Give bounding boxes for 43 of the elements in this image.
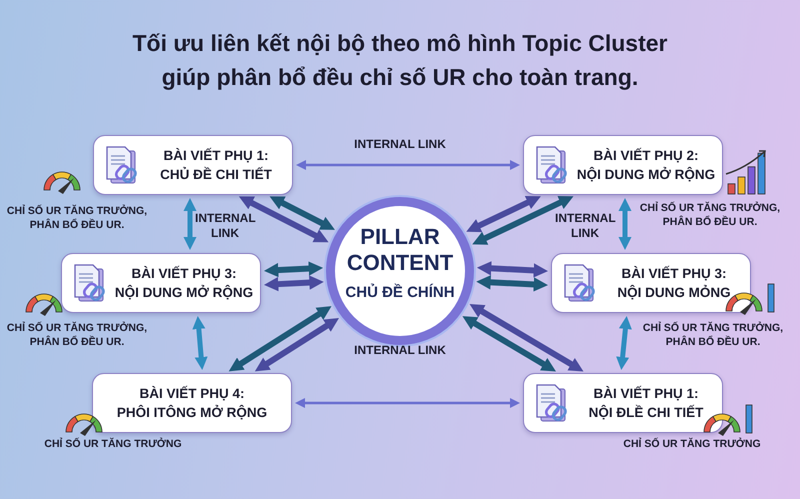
article-box bbox=[92, 373, 292, 433]
box-title: BÀI VIẾT PHỤ 3: NỘI DUNG MỞ RỘNG bbox=[114, 264, 254, 302]
double-arrow bbox=[270, 196, 335, 230]
caption-text: CHỈ SỐ UR TĂNG TRƯỞNG, PHÂN BỔ ĐỀU UR. bbox=[638, 201, 782, 229]
caption-text: CHỈ SỐ UR TĂNG TRƯỞNG bbox=[622, 437, 762, 451]
double-arrow bbox=[616, 316, 632, 370]
article-box bbox=[61, 253, 261, 313]
double-arrow bbox=[462, 316, 556, 372]
title: Tối ưu liên kết nội bộ theo mô hình Topic Cluster giúp phân bổ đều chỉ số UR cho toàn trang. bbox=[132, 29, 668, 92]
caption-text: CHỈ SỐ UR TĂNG TRƯỞNG, PHÂN BỔ ĐỀU UR. bbox=[6, 204, 148, 232]
double-arrow bbox=[184, 198, 196, 250]
double-arrow bbox=[254, 318, 340, 372]
double-arrow bbox=[466, 196, 541, 232]
double-arrow bbox=[264, 261, 324, 278]
double-arrow bbox=[618, 198, 632, 250]
double-arrow bbox=[296, 160, 520, 170]
box-title: BÀI VIẾT PHỤ 1: NỘI ĐLỀ CHI TIẾT bbox=[588, 384, 704, 422]
article-box bbox=[551, 253, 751, 313]
edge-label: INTERNAL LINK bbox=[195, 211, 255, 241]
article-box bbox=[523, 373, 723, 433]
double-arrow bbox=[264, 275, 324, 292]
double-arrow bbox=[470, 304, 584, 372]
double-arrow bbox=[476, 261, 548, 278]
article-box bbox=[523, 135, 723, 195]
caption-text: CHỈ SỐ UR TĂNG TRƯỞNG, PHÂN BỔ ĐỀU UR. bbox=[6, 321, 148, 349]
box-title: BÀI VIẾT PHỤ 3: NỘI DUNG MỎNG bbox=[616, 264, 732, 302]
double-arrow bbox=[238, 196, 329, 242]
edge-label: INTERNAL LINK bbox=[555, 211, 615, 241]
double-arrow bbox=[472, 196, 574, 245]
box-title: BÀI VIẾT PHỤ 1: CHỦ ĐỀ CHI TIẾT bbox=[159, 146, 273, 184]
double-arrow bbox=[192, 316, 208, 370]
double-arrow bbox=[476, 275, 548, 292]
box-title: BÀI VIẾT PHỤ 4: PHÔI ITÔNG MỞ RỘNG bbox=[116, 384, 268, 422]
edge-label: INTERNAL LINK bbox=[353, 342, 447, 358]
caption-text: CHỈ SỐ UR TĂNG TRƯỞNG bbox=[43, 437, 183, 451]
main-heading: PILLAR CONTENT bbox=[346, 224, 454, 276]
edge-label: INTERNAL LINK bbox=[353, 136, 447, 152]
double-arrow bbox=[295, 398, 520, 408]
subheading: CHỦ ĐỀ CHÍNH bbox=[344, 284, 456, 302]
article-box bbox=[93, 135, 293, 195]
box-title: BÀI VIẾT PHỤ 2: NỘI DUNG MỞ RỘNG bbox=[576, 146, 716, 184]
caption-text: CHỈ SỐ UR TĂNG TRƯỞNG, PHÂN BỔ ĐỀU UR. bbox=[642, 321, 784, 349]
double-arrow bbox=[228, 306, 332, 372]
